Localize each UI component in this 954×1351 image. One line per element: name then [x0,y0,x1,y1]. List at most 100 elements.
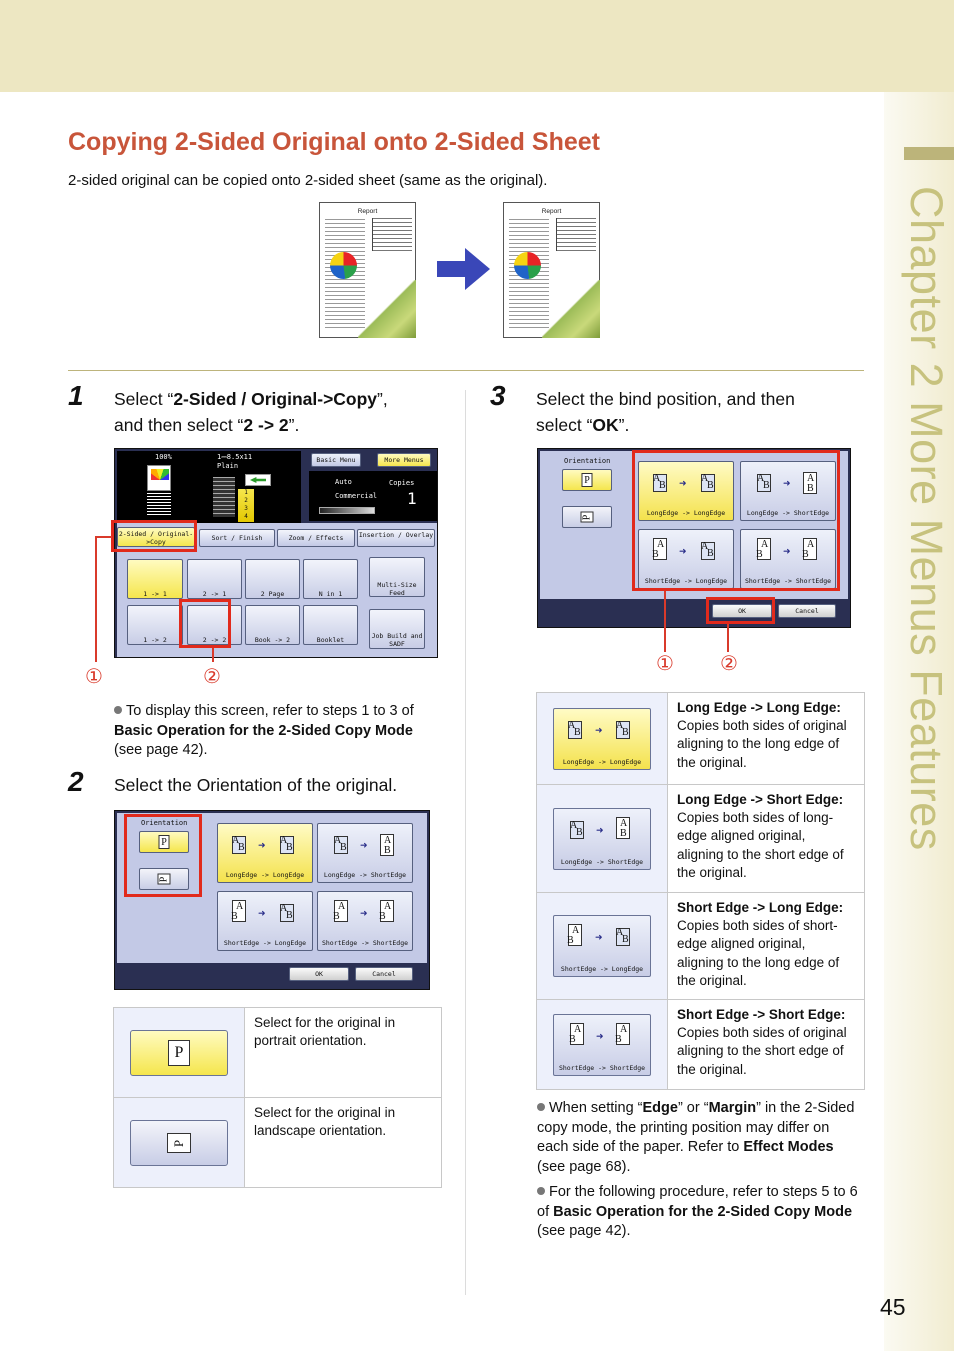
bullet-icon [537,1103,545,1111]
step-number: 2 [68,766,84,797]
cancel-button[interactable]: Cancel [355,967,413,981]
section-title: Copying 2-Sided Original onto 2-Sided Sh… [68,128,600,156]
ok-button[interactable]: OK [289,967,349,981]
arrow-icon: ➜ [595,724,603,735]
mode-booklet-button[interactable]: Booklet [303,605,358,645]
step1-instruction: Select “2-Sided / Original->Copy”, and t… [114,389,388,435]
table-row: P Select for the original in landscape o… [113,1097,442,1188]
mode-2-to-1-button[interactable]: 2 -> 1 [187,559,242,599]
orientation-table: P Select for the original in portrait or… [113,1007,442,1188]
chapter-label: Chapter 2 More Menus Features [901,186,952,851]
pie-chart-icon [330,252,357,279]
copies-area: Auto Copies Commercial 1 [309,471,437,521]
paper-size: 1⎓8.5x11 [217,453,253,461]
column-divider [465,390,466,1295]
copy-document-illustration: Report [503,202,600,338]
highlight-box [632,450,840,591]
page-curl-icon [358,280,416,338]
ok-button[interactable]: OK [712,604,772,618]
step-number: 3 [490,380,506,411]
tray-icon [213,477,235,517]
mode-1-to-2-button[interactable]: 1 -> 2 [127,605,183,645]
landscape-page-icon: P [157,873,171,885]
landscape-button[interactable]: P [139,868,189,890]
portrait-page-icon: P [168,1039,190,1066]
callout-2: ② [203,666,221,688]
portrait-button[interactable]: P [562,469,612,491]
arrow-icon: ➜ [679,546,687,556]
portrait-page-icon: P [158,835,170,849]
mode-1-to-1-button[interactable]: 1 -> 1 [127,559,183,599]
landscape-button-image: P [130,1119,228,1166]
tab-insertion-overlay[interactable]: Insertion / Overlay [357,529,435,547]
arrow-icon: ➜ [258,840,266,850]
portrait-button[interactable]: P [139,831,189,853]
zoom-value: 100% [155,453,172,461]
highlight-box [111,520,197,552]
step2-instruction: Select the Orientation of the original. [114,775,398,795]
callout-1: ① [85,666,103,688]
green-arrow-icon [245,474,271,486]
table-row: P Select for the original in portrait or… [113,1007,442,1098]
mode-book-to-2-button[interactable]: Book -> 2 [245,605,300,645]
bind-description: Long Edge -> Long Edge:Copies both sides… [667,692,865,785]
doc-title: Report [357,208,378,215]
tab-zoom-effects[interactable]: Zoom / Effects [277,529,355,547]
landscape-page-icon: P [580,511,594,523]
landscape-page-icon: P [167,1132,191,1153]
step-number: 1 [68,380,84,411]
step3-note-1: When setting “Edge” or “Margin” in the 2… [537,1100,855,1175]
arrow-icon: ➜ [783,546,791,556]
highlight-box [179,599,231,648]
arrow-icon: ➜ [595,932,603,942]
landscape-button[interactable]: P [562,506,612,528]
density-bar[interactable] [319,507,375,514]
multi-size-feed-button[interactable]: Multi-Size Feed [369,557,425,597]
arrow-icon: ➜ [360,840,368,850]
tab-sort-finish[interactable]: Sort / Finish [199,529,275,547]
callout-2: ② [720,653,738,675]
landscape-description: Select for the original in landscape ori… [244,1097,442,1188]
mode-2-page-button[interactable]: 2 Page [245,559,300,599]
arrow-icon: ➜ [783,478,791,488]
step3-instruction: Select the bind position, and then selec… [536,389,795,435]
doc-title: Report [541,208,562,215]
more-menus-button[interactable]: More Menus [377,453,431,467]
commercial-label: Commercial [335,492,378,500]
job-build-sadf-button[interactable]: Job Build and SADF [369,609,425,649]
arrow-icon: ➜ [596,824,604,835]
basic-menu-button[interactable]: Basic Menu [311,453,361,467]
mode-2-to-2-button[interactable]: 2 -> 2 [187,605,242,645]
portrait-description: Select for the original in portrait orie… [244,1007,442,1098]
step3-note-2: For the following procedure, refer to st… [537,1184,858,1239]
cancel-button[interactable]: Cancel [778,604,836,618]
section-divider [68,370,864,371]
portrait-page-icon: P [581,473,593,487]
bind-description: Long Edge -> Short Edge:Copies both side… [667,784,865,893]
copies-label: Copies [389,479,415,487]
page-number: 45 [880,1294,906,1320]
highlight-box [706,597,775,624]
mode-n-in-1-button[interactable]: N in 1 [303,559,358,599]
pie-chart-icon [514,252,541,279]
orientation-label: Orientation [564,457,611,465]
callout-1: ① [656,653,674,675]
section-intro: 2-sided original can be copied onto 2-si… [68,172,548,189]
orientation-label: Orientation [141,819,188,827]
